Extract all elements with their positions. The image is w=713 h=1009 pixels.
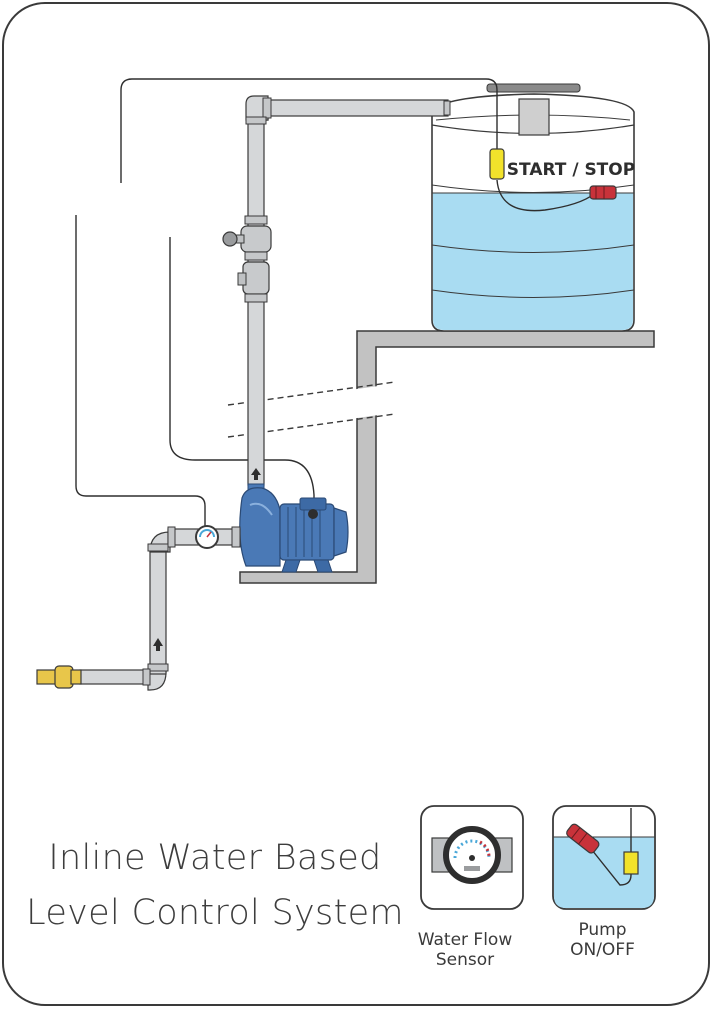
pump-icon: [239, 483, 349, 573]
valve-icon: [222, 215, 272, 303]
water-tank: START / STOP: [431, 83, 635, 332]
tank-water: [433, 193, 633, 330]
flow-arrow-up: [251, 468, 261, 480]
inlet-fitting: [36, 665, 82, 689]
title-line-1: Inline Water Based: [48, 838, 382, 878]
flow-sensor-caption-line-1: Water Flow: [417, 930, 513, 950]
pump-caption: Pump ON/OFF: [540, 920, 665, 960]
discharge-pipe: [245, 95, 451, 486]
pump-caption-line-2: ON/OFF: [570, 940, 635, 960]
flow-sensor-icon: [420, 805, 524, 910]
suction-pipe: [79, 526, 241, 691]
float-switch-icon: [489, 148, 505, 180]
pump-caption-line-1: Pump: [578, 920, 627, 940]
flow-arrow-up-suction: [153, 638, 163, 651]
control-cables: [75, 78, 595, 528]
flow-sensor-caption-line-2: Sensor: [435, 950, 495, 970]
inline-flow-sensor: [195, 525, 219, 549]
tank-inlet-cap: [518, 98, 550, 136]
pump-on-off-icon: [552, 805, 656, 910]
title-line-2: Level Control System: [26, 893, 404, 933]
start-stop-label: START / STOP: [507, 160, 635, 180]
flow-sensor-caption: Water Flow Sensor: [405, 930, 525, 970]
tank-level-sensor: [589, 185, 617, 200]
